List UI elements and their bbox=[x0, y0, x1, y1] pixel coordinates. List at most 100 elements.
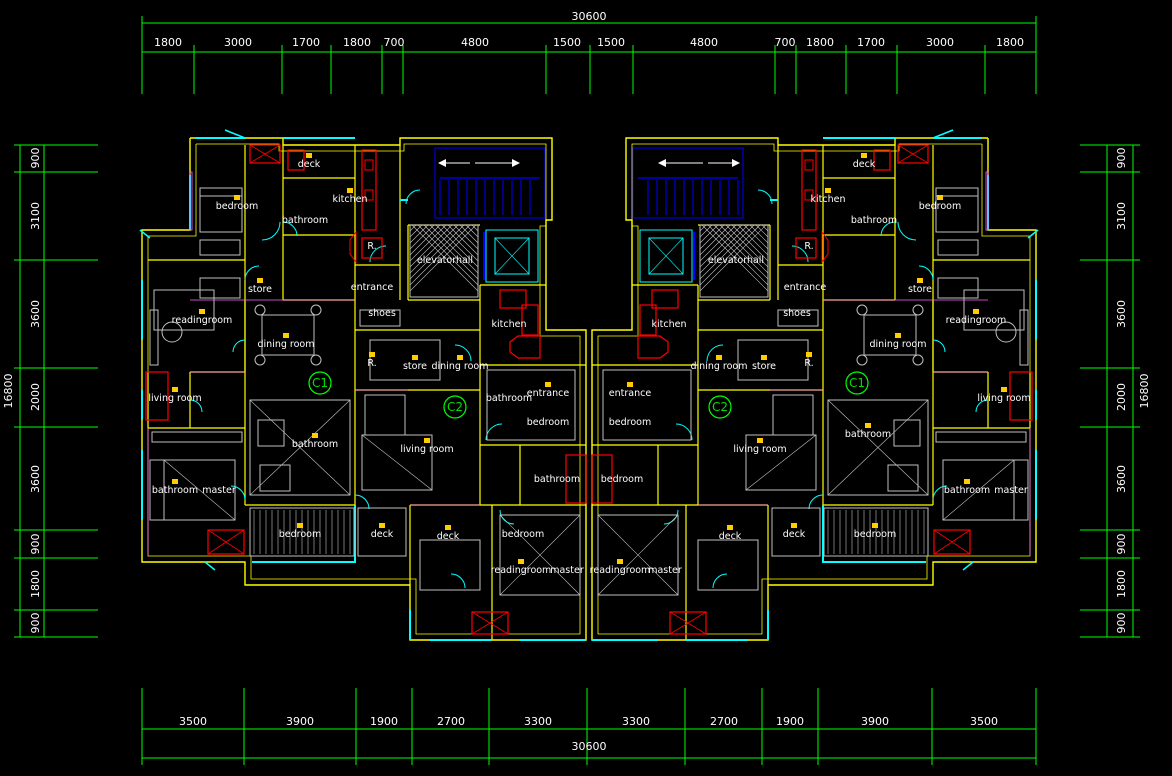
room-label-kitchen-1: kitchen bbox=[333, 194, 368, 205]
door-swing bbox=[230, 485, 246, 501]
room-label-kitchen-4: kitchen bbox=[652, 319, 687, 330]
door-swing bbox=[808, 494, 824, 510]
dining-table bbox=[863, 314, 917, 356]
sink bbox=[804, 189, 814, 201]
reading-desk-2 bbox=[419, 539, 481, 591]
shaft-hatch bbox=[749, 224, 769, 244]
refrigerator-box bbox=[361, 237, 383, 259]
unit-label-c2-left: C2 bbox=[447, 400, 463, 414]
living-area-2 bbox=[745, 434, 817, 491]
bottom-segment-dimension: 1900 bbox=[370, 715, 398, 728]
door-swing bbox=[485, 423, 503, 441]
ac-unit-bottom-2 bbox=[669, 611, 707, 635]
unit-label-circle bbox=[708, 395, 732, 419]
shaft-hatch bbox=[429, 224, 479, 274]
ac-cross bbox=[249, 144, 281, 164]
shaft-hatch bbox=[699, 224, 725, 250]
room-label-dining-1: dining room bbox=[258, 339, 315, 350]
shaft-hatch bbox=[409, 224, 447, 262]
right-segment-dimension: 900 bbox=[1115, 534, 1128, 555]
room-tag-glyph bbox=[617, 559, 623, 564]
room-tag-glyph bbox=[937, 195, 943, 200]
bottom-segment-dimension: 3900 bbox=[861, 715, 889, 728]
room-tag-glyph bbox=[761, 355, 767, 360]
stair-arrowhead bbox=[438, 159, 446, 167]
elevator-car bbox=[494, 237, 530, 275]
bed-diagonal bbox=[163, 459, 236, 521]
door-swing bbox=[675, 423, 693, 441]
door-swing bbox=[932, 339, 946, 353]
unit-label-circle bbox=[308, 371, 332, 395]
shaft-hatch bbox=[409, 224, 459, 274]
shaft-hatch bbox=[761, 224, 769, 232]
room-label-readingroom-1: readingroom bbox=[172, 315, 233, 326]
stove bbox=[804, 159, 814, 171]
bottom-segment-dimension: 3500 bbox=[970, 715, 998, 728]
room-tag-glyph bbox=[199, 309, 205, 314]
right-unit bbox=[591, 129, 1039, 641]
room-tag-glyph bbox=[806, 352, 812, 357]
partition-line bbox=[985, 171, 989, 231]
master-bed-2 bbox=[597, 514, 679, 596]
stair-arrowhead bbox=[512, 159, 520, 167]
shaft-hatch bbox=[699, 224, 767, 292]
kitchen-counter bbox=[361, 149, 377, 231]
dining-chair bbox=[856, 304, 868, 316]
room-tag-glyph bbox=[917, 278, 923, 283]
room-tag-glyph bbox=[257, 278, 263, 283]
room-tag-glyph bbox=[861, 153, 867, 158]
room-label-dining-3: dining room bbox=[870, 339, 927, 350]
room-label-deck-6: deck bbox=[719, 531, 742, 542]
dining-table-2 bbox=[737, 339, 809, 381]
ac-cross bbox=[897, 144, 929, 164]
room-label-bathroom-2: bathroom bbox=[292, 439, 338, 450]
shaft-hatch bbox=[699, 224, 749, 274]
door-swing bbox=[499, 509, 515, 525]
door-swing bbox=[244, 265, 260, 281]
stair-arrowhead bbox=[732, 159, 740, 167]
top-segment-dimension: 4800 bbox=[461, 36, 489, 49]
bottom-segment-dimension: 1900 bbox=[776, 715, 804, 728]
room-label-r-4: R. bbox=[804, 358, 813, 369]
room-label-dining-4: dining room bbox=[691, 361, 748, 372]
dining-chair bbox=[912, 304, 924, 316]
ac-unit-bottom-2 bbox=[471, 611, 509, 635]
right-segment-dimension: 900 bbox=[1115, 613, 1128, 634]
shaft-hatch bbox=[699, 224, 755, 280]
top-segment-dimension: 700 bbox=[775, 36, 796, 49]
chair bbox=[995, 321, 1017, 343]
left-segment-dimension: 3600 bbox=[29, 465, 42, 493]
unit-label-c2-right: C2 bbox=[712, 400, 728, 414]
elevator-cabin bbox=[639, 229, 693, 283]
right-segment-dimension: 3600 bbox=[1115, 465, 1128, 493]
ac-cross bbox=[669, 611, 707, 635]
ac-unit bbox=[249, 144, 281, 164]
door-swing bbox=[405, 189, 421, 205]
room-label-bathroom-7: bathroom bbox=[534, 474, 580, 485]
top-total-dimension: 30600 bbox=[572, 10, 607, 23]
top-segment-dimension: 4800 bbox=[690, 36, 718, 49]
room-tag-glyph bbox=[627, 382, 633, 387]
room-tag-glyph bbox=[825, 188, 831, 193]
top-segment-dimension: 1700 bbox=[292, 36, 320, 49]
room-labels: deckkitchenbedroombathroomelevatorhallR.… bbox=[148, 153, 1031, 576]
room-tag-glyph bbox=[424, 438, 430, 443]
room-label-deck-2: deck bbox=[371, 529, 394, 540]
door-swing bbox=[261, 221, 281, 241]
shaft-hatch bbox=[737, 224, 769, 256]
room-tag-glyph bbox=[412, 355, 418, 360]
stair-outline bbox=[434, 147, 546, 219]
room-tag-glyph bbox=[283, 333, 289, 338]
room-tag-glyph bbox=[312, 433, 318, 438]
dining-chair bbox=[912, 354, 924, 366]
room-label-bedroom-3: bedroom bbox=[279, 529, 321, 540]
room-label-dining-2: dining room bbox=[432, 361, 489, 372]
shaft-hatch bbox=[743, 224, 769, 250]
rug-diagonal bbox=[745, 434, 817, 491]
wardrobe bbox=[935, 431, 1027, 443]
shaft-hatch bbox=[699, 224, 707, 232]
room-tag-glyph bbox=[369, 352, 375, 357]
shaft-hatch bbox=[417, 224, 479, 286]
bed-diagonal bbox=[942, 459, 1015, 521]
unit-label-c1-right: C1 bbox=[849, 376, 865, 390]
